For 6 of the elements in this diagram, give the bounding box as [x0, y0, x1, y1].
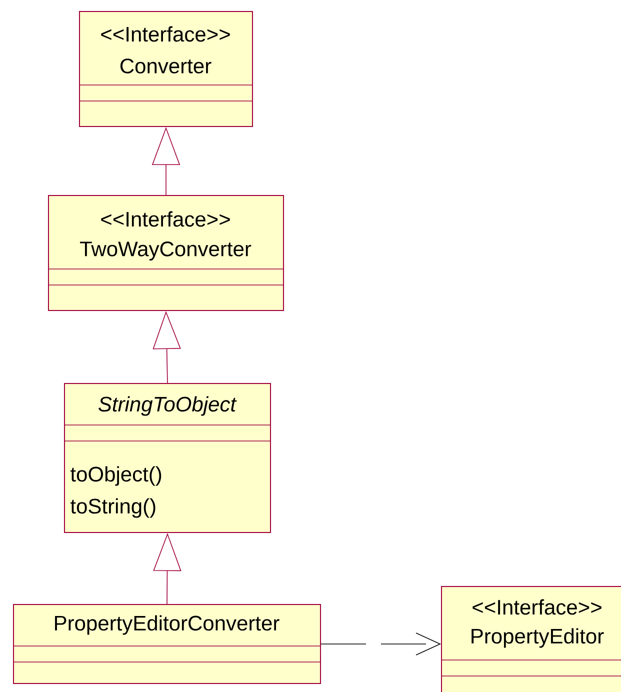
class-box: PropertyEditorConverter	[12, 604, 321, 684]
class-box: <<Interface>> Converter	[78, 11, 253, 127]
class-box: StringToObject toObject() toString()	[64, 383, 271, 533]
dependency-arrow	[320, 632, 441, 656]
class-box: <<Interface>> TwoWayConverter	[48, 195, 284, 311]
class-box: <<Interface>> PropertyEditor	[440, 586, 621, 692]
